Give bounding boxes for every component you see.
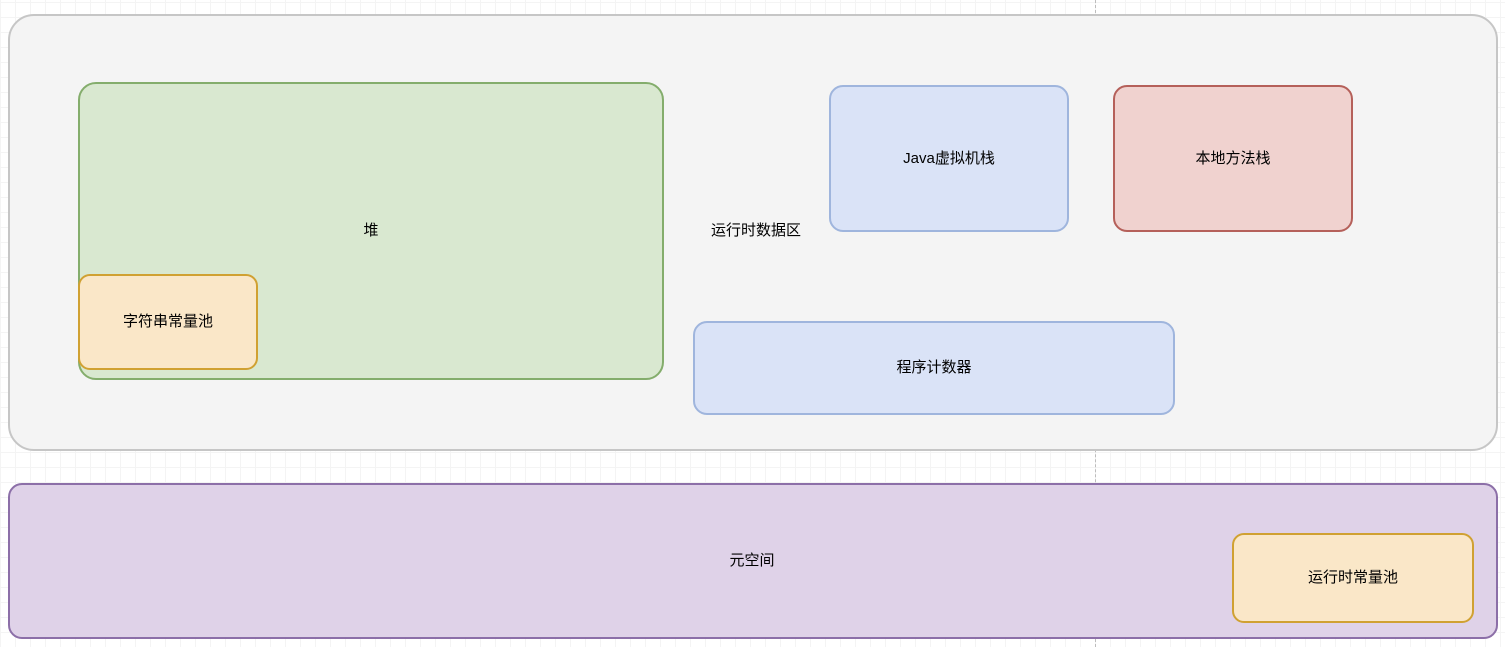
runtime-constant-pool-node[interactable]: 运行时常量池: [1232, 533, 1474, 623]
native-method-stack-label: 本地方法栈: [1195, 149, 1271, 167]
string-constant-pool-label: 字符串常量池: [122, 313, 213, 330]
program-counter-label: 程序计数器: [896, 359, 972, 376]
program-counter-node[interactable]: 程序计数器: [693, 321, 1175, 415]
heap-label: 堆: [363, 222, 379, 239]
native-method-stack-node[interactable]: 本地方法栈: [1113, 85, 1353, 232]
metaspace-label[interactable]: 元空间: [716, 550, 788, 572]
runtime-data-area-label-text: 运行时数据区: [710, 222, 801, 239]
runtime-data-area-label[interactable]: 运行时数据区: [696, 219, 816, 243]
jvm-stack-label: Java虚拟机栈: [903, 149, 995, 167]
runtime-constant-pool-label: 运行时常量池: [1307, 569, 1398, 586]
jvm-stack-node[interactable]: Java虚拟机栈: [829, 85, 1069, 232]
metaspace-label-text: 元空间: [729, 552, 775, 569]
string-constant-pool-node[interactable]: 字符串常量池: [78, 274, 258, 370]
